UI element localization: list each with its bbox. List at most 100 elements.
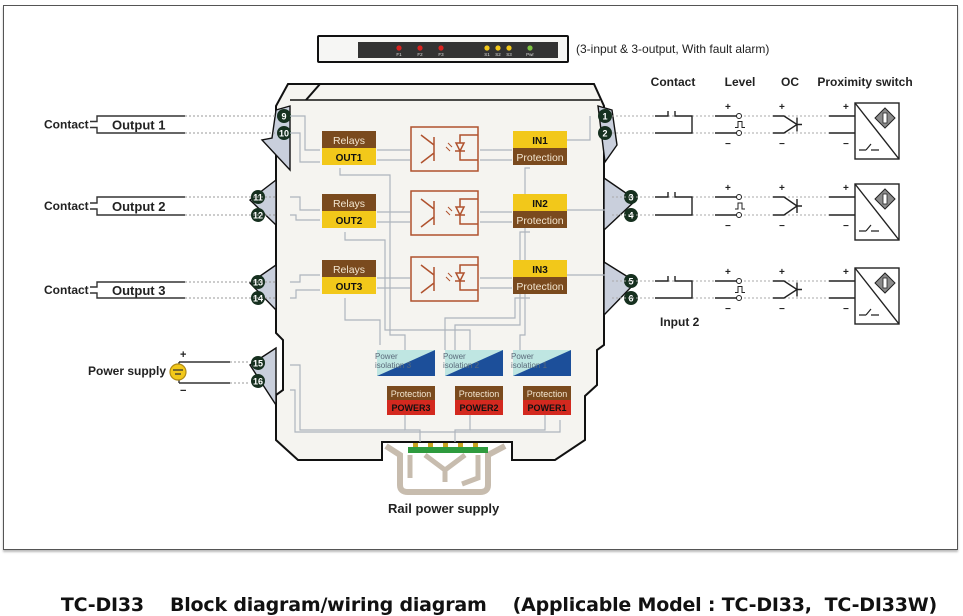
diagram-label: − [843,221,849,232]
diagram-shape [470,415,546,431]
internal-wiring [290,115,605,442]
diagram-shape [420,198,435,228]
diagram-shape [513,260,567,277]
diagram-shape [454,415,471,442]
diagram-shape [454,231,530,350]
diagram-shape [495,45,501,51]
terminal-5[interactable]: 5 [624,274,638,288]
diagram-shape [859,308,879,316]
diagram-shape [624,208,638,222]
diagram-shape [438,45,444,51]
diagram-shape [513,148,567,165]
diagram-shape [603,260,638,317]
terminal-6[interactable]: 6 [624,291,638,305]
diagram-shape [251,356,265,370]
diagram-label: Relays [333,135,365,147]
diagram-label: Contact [44,283,89,297]
diagram-label: 3 [628,193,633,203]
optocoupler-1 [410,126,479,172]
caption-applicable: (Applicable Model : TC-DI33, TC-DI33W) [512,594,938,616]
diagram-shape [480,277,512,289]
oc-transistor-symbol [773,280,802,299]
diagram-label: + [725,267,731,278]
diagram-shape [523,386,571,400]
diagram-label: Pwr [526,52,534,57]
diagram-label: Output 3 [112,283,165,298]
diagram-label: Output 1 [112,118,165,133]
diagram-label: Protection [516,215,563,227]
diagram-label: Contact [44,118,89,132]
diagram-shape [829,196,855,216]
diagram-label: Power [443,352,466,361]
diagram-shape [715,115,737,134]
led-f1: F1 [396,45,402,57]
diagram-shape [513,131,567,148]
diagram-shape [882,112,888,124]
diagram-shape [377,350,435,376]
diagram-label: − [779,221,785,232]
diagram-shape [859,143,879,151]
terminal-15[interactable]: 15 [251,356,265,370]
terminal-3[interactable]: 3 [624,190,638,204]
diagram-shape [290,274,320,283]
diagram-shape [624,190,638,204]
led-s1: S1 [484,45,490,57]
pulse-icon [735,286,745,293]
terminal-block: 12 [597,105,618,164]
diagram-shape [377,211,410,223]
oc-transistor-symbol [773,196,802,216]
terminal-1[interactable]: 1 [598,109,612,123]
diagram-shape [90,196,185,216]
terminal-10[interactable]: 10 [277,126,291,140]
diagram-shape [420,134,435,164]
rail-connector: Rail power supply [384,443,507,516]
oc-transistor-symbol [773,115,802,134]
diagram-shape [523,400,571,415]
diagram-shape [322,131,376,148]
diagram-shape [322,260,376,277]
diagram-shape [445,272,453,282]
terminal-4[interactable]: 4 [624,208,638,222]
diagram-label: + [843,183,849,194]
terminal-2[interactable]: 2 [598,126,612,140]
diagram-shape [290,115,320,151]
terminal-9[interactable]: 9 [277,109,291,123]
diagram-shape [178,361,230,384]
diagram-shape [305,83,321,101]
diagram-shape [736,130,742,136]
diagram-label: + [725,102,731,113]
diagram-shape [277,126,291,140]
diagram-label: IN3 [532,265,548,276]
diagram-shape [410,126,479,302]
led-f3: F3 [438,45,444,57]
diagram-shape [736,212,742,218]
diagram-label: F1 [396,52,402,57]
diagram-label: + [725,183,731,194]
diagram-shape [882,277,888,289]
diagram-shape [473,443,478,447]
terminal-16[interactable]: 16 [251,374,265,388]
output-3-wiring: Contact Output 3 [44,281,276,299]
input-2-wiring: +−+−+− [612,183,900,241]
diagram-shape [290,364,405,431]
diagram-shape [185,196,276,216]
diagram-shape [506,45,512,51]
caption-model: TC-DI33 [60,594,144,616]
diagram-shape [322,277,376,294]
diagram-label: + [843,267,849,278]
diagram-shape [854,102,900,160]
diagram-shape [420,264,435,294]
diagram-shape [404,415,421,442]
diagram-label: 1 [602,112,607,122]
diagram-shape [459,198,478,225]
